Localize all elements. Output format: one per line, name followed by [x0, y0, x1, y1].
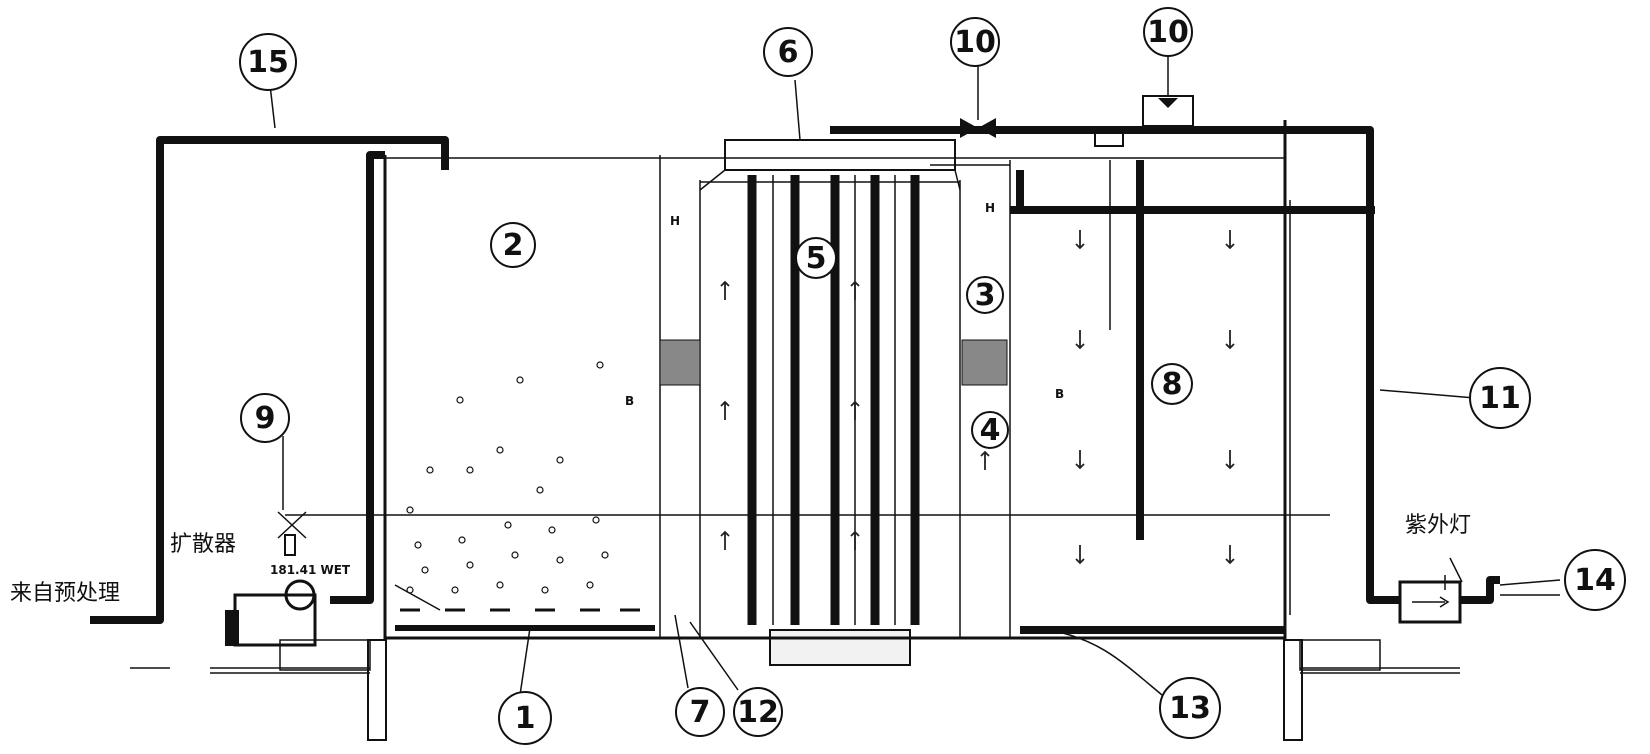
callout-14: 13: [1169, 691, 1211, 726]
membrane-tubes: [747, 175, 920, 625]
callout-13: 12: [737, 695, 779, 730]
callout-9-circle: [240, 393, 290, 443]
ground: [130, 629, 1460, 741]
callout-7-circle: [675, 687, 725, 737]
callout-9: 9: [255, 401, 276, 436]
callout-11: 15: [247, 45, 289, 80]
callout-14-circle: [1159, 677, 1221, 739]
callout-12-circle: [1469, 367, 1531, 429]
label-section-b-right: B: [1055, 387, 1064, 401]
label-from-pretreatment: 来自预处理: [10, 581, 120, 606]
callout-10b-circle: [1143, 7, 1193, 57]
pipes: [90, 126, 1560, 634]
callout-15-circle: [1564, 549, 1626, 611]
callout-3-circle: [966, 276, 1004, 314]
callout-1: 1: [515, 701, 536, 736]
mesh-grids: [659, 339, 1008, 386]
label-h-left: H: [670, 214, 680, 228]
uv-lamp: [1398, 580, 1462, 624]
callout-10a: 10: [954, 25, 996, 60]
callout-numbers: 15 2 6 10 10 5 3 4 8 9 11 14 1 7 12 13: [247, 15, 1616, 736]
label-section-b-left: B: [625, 394, 634, 408]
label-uv-lamp: 紫外灯: [1405, 513, 1471, 538]
label-h-right: H: [985, 201, 995, 215]
callout-4-circle: [971, 411, 1009, 449]
callout-5-circle: [795, 237, 837, 279]
callout-4: 4: [980, 413, 1001, 448]
leader-lines: [269, 55, 1561, 696]
callout-13-circle: [733, 687, 783, 737]
callout-2: 2: [503, 228, 524, 263]
callout-10a-circle: [950, 17, 1000, 67]
valves: [960, 80, 1194, 147]
callouts: [239, 7, 1626, 745]
label-pump-text: 181.41 WET: [270, 563, 351, 577]
callout-12: 11: [1479, 381, 1521, 416]
callout-5: 5: [806, 241, 827, 276]
callout-3: 3: [975, 278, 996, 313]
diffusers: [395, 608, 655, 631]
callout-11-circle: [239, 33, 297, 91]
callout-15: 14: [1574, 563, 1616, 598]
pump-assembly: [225, 511, 317, 647]
text-labels: 来自预处理 扩散器 紫外灯 B B H H 181.41 WET: [10, 201, 1471, 606]
callout-10b: 10: [1147, 15, 1189, 50]
callout-8: 8: [1162, 367, 1183, 402]
callout-6: 6: [778, 35, 799, 70]
callout-2-circle: [490, 222, 536, 268]
label-diffuser: 扩散器: [170, 532, 236, 557]
aeration-bubbles: [406, 361, 609, 594]
callout-6-circle: [763, 27, 813, 77]
callout-8-circle: [1151, 363, 1193, 405]
callout-7: 7: [690, 695, 711, 730]
callout-1-circle: [498, 691, 552, 745]
